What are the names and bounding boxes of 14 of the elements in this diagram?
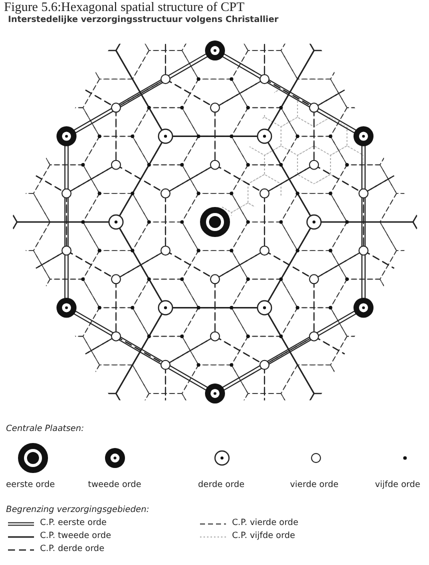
- legend-label: eerste orde: [6, 480, 55, 490]
- legend-heading: Centrale Plaatsen:: [6, 424, 84, 434]
- legend-label: C.P. eerste orde: [40, 518, 107, 528]
- legend-label: C.P. tweede orde: [40, 531, 112, 541]
- legend-label: C.P. vierde orde: [232, 518, 298, 528]
- figure-caption: Figure 5.6:Hexagonal spatial structure of CPT: [4, 0, 244, 14]
- legend-heading: Begrenzing verzorgingsgebieden:: [6, 505, 150, 515]
- map-title: Interstedelijke verzorgingsstructuur volgens Christallier: [8, 15, 278, 25]
- legend-label: tweede orde: [88, 480, 142, 490]
- legend-label: derde orde: [198, 480, 244, 490]
- legend-label: C.P. vijfde orde: [232, 531, 296, 541]
- legend-label: vierde orde: [290, 480, 338, 490]
- legend-label: C.P. derde orde: [40, 544, 104, 554]
- legend-label: vijfde orde: [375, 480, 420, 490]
